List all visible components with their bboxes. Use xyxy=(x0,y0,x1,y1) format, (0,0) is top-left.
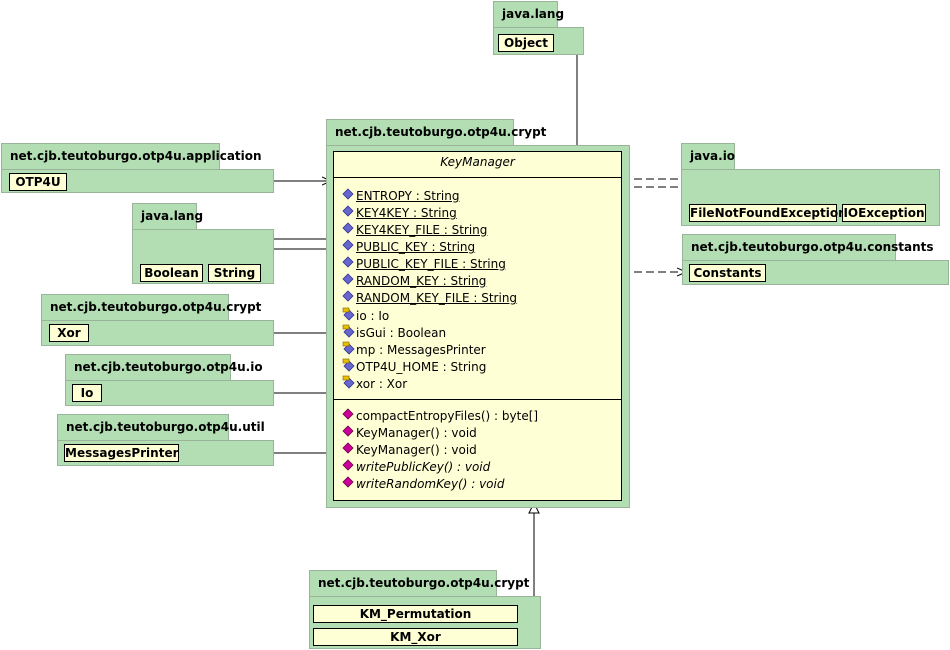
method-row[interactable]: compactEntropyFiles() : byte[] xyxy=(342,408,538,425)
field-static-icon xyxy=(342,290,356,307)
method-label: KeyManager() : void xyxy=(356,426,477,440)
field-label: PUBLIC_KEY : String xyxy=(356,240,476,254)
class-ioexception[interactable]: IOException xyxy=(842,204,926,222)
field-label: ENTROPY : String xyxy=(356,189,460,203)
package-tab-application: net.cjb.teutoburgo.otp4u.application xyxy=(1,143,262,169)
package-tab-crypt-left: net.cjb.teutoburgo.otp4u.crypt xyxy=(41,294,261,320)
class-filenotfoundexception[interactable]: FileNotFoundException xyxy=(689,204,847,222)
field-static-icon xyxy=(342,239,356,256)
method-icon xyxy=(342,408,356,425)
field-label: mp : MessagesPrinter xyxy=(356,343,486,357)
method-label: compactEntropyFiles() : byte[] xyxy=(356,409,539,423)
package-tab-io: net.cjb.teutoburgo.otp4u.io xyxy=(65,354,263,380)
field-private-icon xyxy=(342,324,356,343)
field-row[interactable]: KEY4KEY : String xyxy=(342,205,457,222)
package-tab-java-lang-top: java.lang xyxy=(493,1,564,27)
package-tab-util: net.cjb.teutoburgo.otp4u.util xyxy=(57,414,265,440)
class-km-xor[interactable]: KM_Xor xyxy=(313,628,518,646)
class-constants[interactable]: Constants xyxy=(689,264,766,282)
method-row[interactable]: writeRandomKey() : void xyxy=(342,476,504,493)
field-label: io : Io xyxy=(356,309,390,323)
method-label: writePublicKey() : void xyxy=(356,460,491,474)
method-icon xyxy=(342,425,356,442)
field-label: xor : Xor xyxy=(356,377,408,391)
field-static-icon xyxy=(342,273,356,290)
package-tab-constants: net.cjb.teutoburgo.otp4u.constants xyxy=(682,234,934,260)
class-boolean[interactable]: Boolean xyxy=(140,264,203,282)
field-row[interactable]: KEY4KEY_FILE : String xyxy=(342,222,487,239)
package-tab-crypt-bottom: net.cjb.teutoburgo.otp4u.crypt xyxy=(309,570,529,596)
class-km-permutation[interactable]: KM_Permutation xyxy=(313,605,518,623)
field-static-icon xyxy=(342,188,356,205)
field-label: KEY4KEY_FILE : String xyxy=(356,223,488,237)
field-private-icon xyxy=(342,358,356,377)
method-icon xyxy=(342,442,356,459)
method-label: writeRandomKey() : void xyxy=(356,477,505,491)
field-label: RANDOM_KEY : String xyxy=(356,274,487,288)
field-row[interactable]: PUBLIC_KEY_FILE : String xyxy=(342,256,506,273)
method-row[interactable]: KeyManager() : void xyxy=(342,442,477,459)
field-label: PUBLIC_KEY_FILE : String xyxy=(356,257,506,271)
field-row[interactable]: io : Io xyxy=(342,307,389,324)
package-tab-java-lang-mid: java.lang xyxy=(132,203,203,229)
field-row[interactable]: OTP4U_HOME : String xyxy=(342,358,486,375)
field-row[interactable]: RANDOM_KEY_FILE : String xyxy=(342,290,517,307)
members-separator xyxy=(334,399,621,400)
field-static-icon xyxy=(342,256,356,273)
field-row[interactable]: ENTROPY : String xyxy=(342,188,459,205)
class-xor[interactable]: Xor xyxy=(49,324,89,342)
field-private-icon xyxy=(342,307,356,326)
inheritance-object-line xyxy=(555,43,578,151)
field-label: RANDOM_KEY_FILE : String xyxy=(356,291,518,305)
method-row[interactable]: writePublicKey() : void xyxy=(342,459,490,476)
method-icon xyxy=(342,459,356,476)
package-tab-java-io: java.io xyxy=(681,143,735,169)
package-tab-crypt-main: net.cjb.teutoburgo.otp4u.crypt xyxy=(326,119,546,145)
method-icon xyxy=(342,476,356,493)
field-row[interactable]: mp : MessagesPrinter xyxy=(342,341,486,358)
field-row[interactable]: isGui : Boolean xyxy=(342,324,446,341)
class-object[interactable]: Object xyxy=(498,34,554,52)
field-label: OTP4U_HOME : String xyxy=(356,360,487,374)
field-private-icon xyxy=(342,375,356,394)
class-messagesprinter[interactable]: MessagesPrinter xyxy=(64,444,179,462)
field-static-icon xyxy=(342,222,356,239)
field-label: KEY4KEY : String xyxy=(356,206,457,220)
field-row[interactable]: RANDOM_KEY : String xyxy=(342,273,486,290)
field-private-icon xyxy=(342,341,356,360)
class-string[interactable]: String xyxy=(208,264,261,282)
field-label: isGui : Boolean xyxy=(356,326,447,340)
class-otp4u[interactable]: OTP4U xyxy=(9,173,67,191)
field-static-icon xyxy=(342,205,356,222)
field-row[interactable]: xor : Xor xyxy=(342,375,407,392)
class-io[interactable]: Io xyxy=(72,384,102,402)
method-row[interactable]: KeyManager() : void xyxy=(342,425,477,442)
method-label: KeyManager() : void xyxy=(356,443,477,457)
class-keymanager-title: KeyManager xyxy=(334,152,621,178)
field-row[interactable]: PUBLIC_KEY : String xyxy=(342,239,475,256)
